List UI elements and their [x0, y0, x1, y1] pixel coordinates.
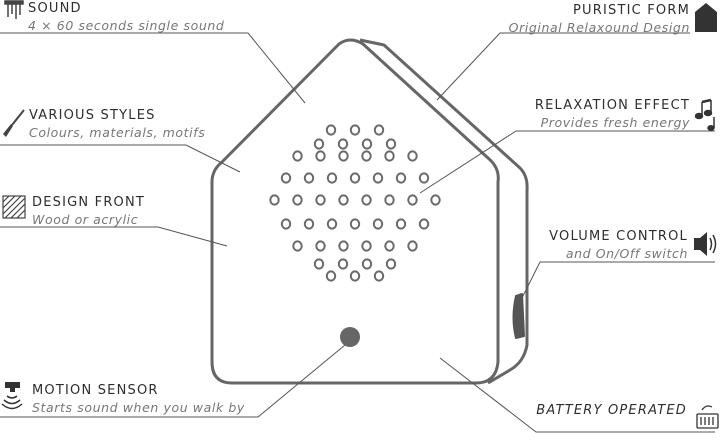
puristic-form-subtitle: Original Relaxound Design — [508, 20, 690, 35]
grille-hole — [292, 150, 303, 162]
grille-hole — [313, 138, 325, 150]
grille-hole — [407, 194, 418, 206]
grille-hole — [292, 240, 303, 252]
grille-hole — [407, 150, 418, 162]
relaxation-effect-title: RELAXATION EFFECT — [534, 98, 690, 113]
grille-hole — [337, 138, 349, 150]
sound-callout-line — [0, 32, 306, 104]
motion-sensor-callout-line — [0, 344, 346, 418]
grille-hole — [361, 240, 372, 252]
grille-hole — [384, 150, 395, 162]
grille-hole — [315, 240, 326, 252]
sound-feature: SOUND 4 × 60 seconds single sound — [28, 0, 224, 34]
grille-hole — [338, 240, 349, 252]
relaxation-effect-callout-line — [419, 130, 715, 194]
speaker-icon — [694, 232, 717, 256]
puristic-form-title: PURISTIC FORM — [572, 3, 690, 18]
grille-hole — [349, 270, 361, 282]
grille-hole — [384, 194, 395, 206]
grille-hole — [292, 194, 303, 206]
grille-hole — [303, 172, 315, 184]
speaker-front-face — [210, 38, 500, 385]
grille-hole — [418, 172, 430, 184]
various-styles-subtitle: Colours, materials, motifs — [29, 125, 206, 140]
grille-hole — [361, 194, 372, 206]
various-styles-title: VARIOUS STYLES — [29, 108, 156, 123]
design-front-subtitle: Wood or acrylic — [32, 212, 139, 227]
grille-hole — [395, 172, 407, 184]
grille-hole — [373, 270, 385, 282]
relaxation-effect-subtitle: Provides fresh energy — [540, 115, 690, 130]
paintbrush-icon — [3, 109, 25, 137]
music-notes-icon — [694, 98, 715, 131]
grille-hole — [385, 138, 397, 150]
grille-hole — [384, 240, 395, 252]
battery-operated-feature: BATTERY OPERATED — [536, 402, 687, 419]
wind-chime-icon — [4, 0, 24, 19]
grille-hole — [361, 150, 372, 162]
grille-hole — [326, 172, 338, 184]
battery-icon — [696, 405, 719, 429]
grille-hole — [303, 218, 315, 230]
various-styles-callout-line — [0, 144, 241, 173]
grille-hole — [315, 150, 326, 162]
grille-hole — [349, 218, 361, 230]
design-front-feature: DESIGN FRONT Wood or acrylic — [32, 194, 145, 228]
grille-hole — [280, 218, 292, 230]
volume-control-callout-line — [520, 261, 715, 301]
hatched-square-icon — [2, 195, 26, 219]
grille-hole — [349, 172, 361, 184]
grille-hole — [349, 124, 361, 136]
motion-sensor-title: MOTION SENSOR — [32, 383, 159, 398]
grille-hole — [338, 194, 349, 206]
grille-hole — [373, 124, 385, 136]
volume-control-title: VOLUME CONTROL — [549, 229, 688, 244]
grille-hole — [372, 218, 384, 230]
grille-hole — [385, 258, 397, 270]
volume-knob[interactable] — [512, 293, 525, 339]
grille-hole — [326, 218, 338, 230]
speaker-body — [210, 38, 529, 385]
battery-operated-title: BATTERY OPERATED — [536, 403, 687, 418]
speaker-side-panel — [359, 38, 529, 385]
relaxation-effect-feature: RELAXATION EFFECT Provides fresh energy — [535, 97, 690, 131]
grille-hole — [372, 172, 384, 184]
grille-hole — [313, 258, 325, 270]
grille-hole — [418, 218, 430, 230]
grille-hole — [430, 194, 441, 206]
design-front-callout-line — [0, 226, 228, 247]
motion-sensor-icon — [1, 382, 23, 410]
grille-hole — [338, 150, 349, 162]
motion-sensor-feature: MOTION SENSOR Starts sound when you walk… — [32, 382, 245, 416]
puristic-form-callout-line — [436, 32, 690, 101]
sound-title: SOUND — [28, 1, 82, 16]
house-shape-icon — [695, 3, 717, 32]
volume-control-feature: VOLUME CONTROL and On/Off switch — [549, 228, 688, 262]
puristic-form-feature: PURISTIC FORM Original Relaxound Design — [509, 2, 690, 36]
grille-hole — [325, 270, 337, 282]
grille-hole — [315, 194, 326, 206]
volume-control-subtitle: and On/Off switch — [565, 246, 688, 261]
grille-hole — [395, 218, 407, 230]
grille-hole — [407, 240, 418, 252]
various-styles-feature: VARIOUS STYLES Colours, materials, motif… — [29, 107, 205, 141]
grille-hole — [361, 138, 373, 150]
grille-hole — [269, 194, 280, 206]
grille-hole — [280, 172, 292, 184]
battery-callout-line — [439, 357, 715, 433]
sound-subtitle: 4 × 60 seconds single sound — [28, 18, 225, 33]
grille-hole — [325, 124, 337, 136]
grille-hole — [337, 258, 349, 270]
design-front-title: DESIGN FRONT — [32, 195, 146, 210]
motion-sensor-dot — [340, 327, 360, 347]
motion-sensor-subtitle: Starts sound when you walk by — [32, 400, 245, 415]
grille-hole — [361, 258, 373, 270]
speaker-grille — [269, 124, 441, 282]
callout-lines — [0, 32, 715, 433]
